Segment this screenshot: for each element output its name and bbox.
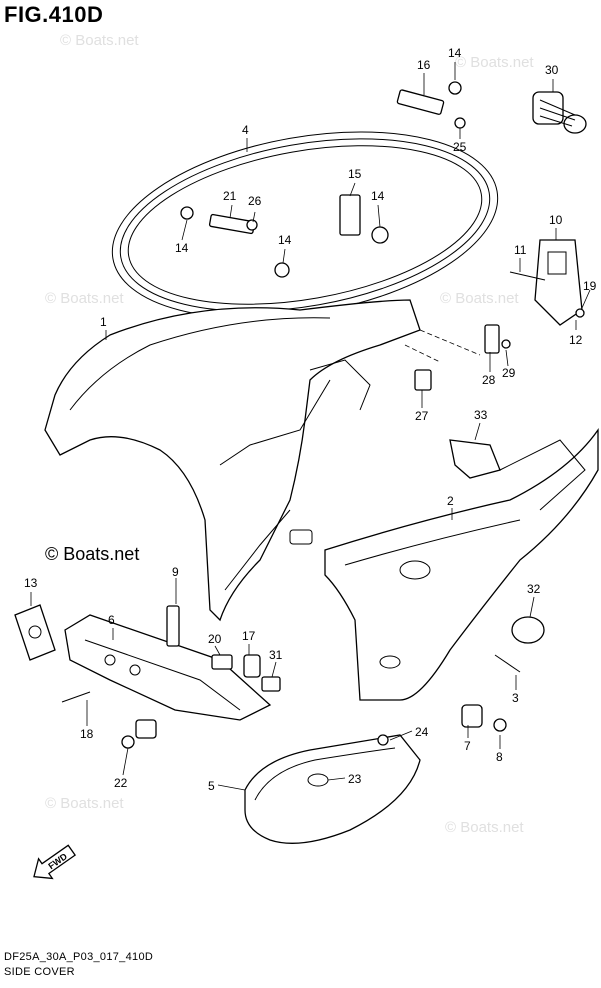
label-part-31: 31 (269, 648, 283, 662)
label-part-26: 26 (248, 194, 262, 208)
label-part-32: 32 (527, 582, 541, 596)
label-part-10: 10 (549, 213, 563, 227)
label-part-22: 22 (114, 776, 128, 790)
label-part-15: 15 (348, 167, 362, 181)
label-part-23: 23 (348, 772, 362, 786)
label-part-3: 3 (512, 691, 519, 705)
label-part-7: 7 (464, 739, 471, 753)
label-part-14: 14 (175, 241, 189, 255)
part-33-cap (449, 439, 501, 479)
watermark-main: © Boats.net (45, 544, 139, 564)
dashed-guide (419, 329, 481, 356)
watermarks: © Boats.net © Boats.net © Boats.net © Bo… (45, 32, 534, 836)
label-part-18: 18 (80, 727, 94, 741)
watermark-text: © Boats.net (445, 819, 524, 836)
small-hardware (61, 81, 585, 749)
label-part-1: 1 (100, 315, 107, 329)
label-part-9: 9 (172, 565, 179, 579)
part-30-grommet (532, 91, 587, 134)
label-part-14: 14 (448, 46, 462, 60)
label-part-16: 16 (417, 58, 431, 72)
label-part-8: 8 (496, 750, 503, 764)
label-part-20: 20 (208, 632, 222, 646)
leader-lines (30, 62, 591, 791)
figure-subtitle: SIDE COVER (4, 966, 75, 978)
label-part-14: 14 (278, 233, 292, 247)
part-13-pad (14, 604, 56, 661)
label-part-17: 17 (242, 629, 256, 643)
label-part-21: 21 (223, 189, 237, 203)
part-right-side-cover (324, 427, 599, 701)
label-part-28: 28 (482, 373, 496, 387)
part-10-latch (534, 239, 583, 326)
label-part-24: 24 (415, 725, 429, 739)
watermark-text: © Boats.net (45, 290, 124, 307)
label-part-11: 11 (514, 243, 527, 257)
label-part-6: 6 (108, 613, 115, 627)
watermark-text: © Boats.net (60, 32, 139, 49)
label-part-30: 30 (545, 63, 559, 77)
label-part-27: 27 (415, 409, 429, 423)
watermark-text: © Boats.net (455, 54, 534, 71)
label-part-5: 5 (208, 779, 215, 793)
watermark-text: © Boats.net (440, 290, 519, 307)
watermark-text: © Boats.net (45, 795, 124, 812)
figure-title: FIG.410D (4, 2, 104, 27)
part-labels: 1 2 3 4 5 6 7 8 9 10 11 12 13 14 14 14 1… (24, 46, 597, 793)
fwd-arrow: FWD (33, 844, 77, 880)
part-32-plug (511, 616, 545, 644)
figure-code: DF25A_30A_P03_017_410D (4, 951, 154, 963)
part-left-side-cover (44, 299, 421, 622)
label-part-2: 2 (447, 494, 454, 508)
dashed-guide (404, 344, 441, 363)
label-part-12: 12 (569, 333, 583, 347)
label-part-25: 25 (453, 140, 467, 154)
label-part-29: 29 (502, 366, 516, 380)
label-part-19: 19 (583, 279, 597, 293)
label-part-14: 14 (371, 189, 385, 203)
label-part-4: 4 (242, 123, 249, 137)
label-part-13: 13 (24, 576, 38, 590)
part-lower-bracket (64, 614, 272, 721)
part-seal-ring (111, 131, 499, 319)
label-part-33: 33 (474, 408, 488, 422)
part-bottom-cover (244, 734, 421, 844)
